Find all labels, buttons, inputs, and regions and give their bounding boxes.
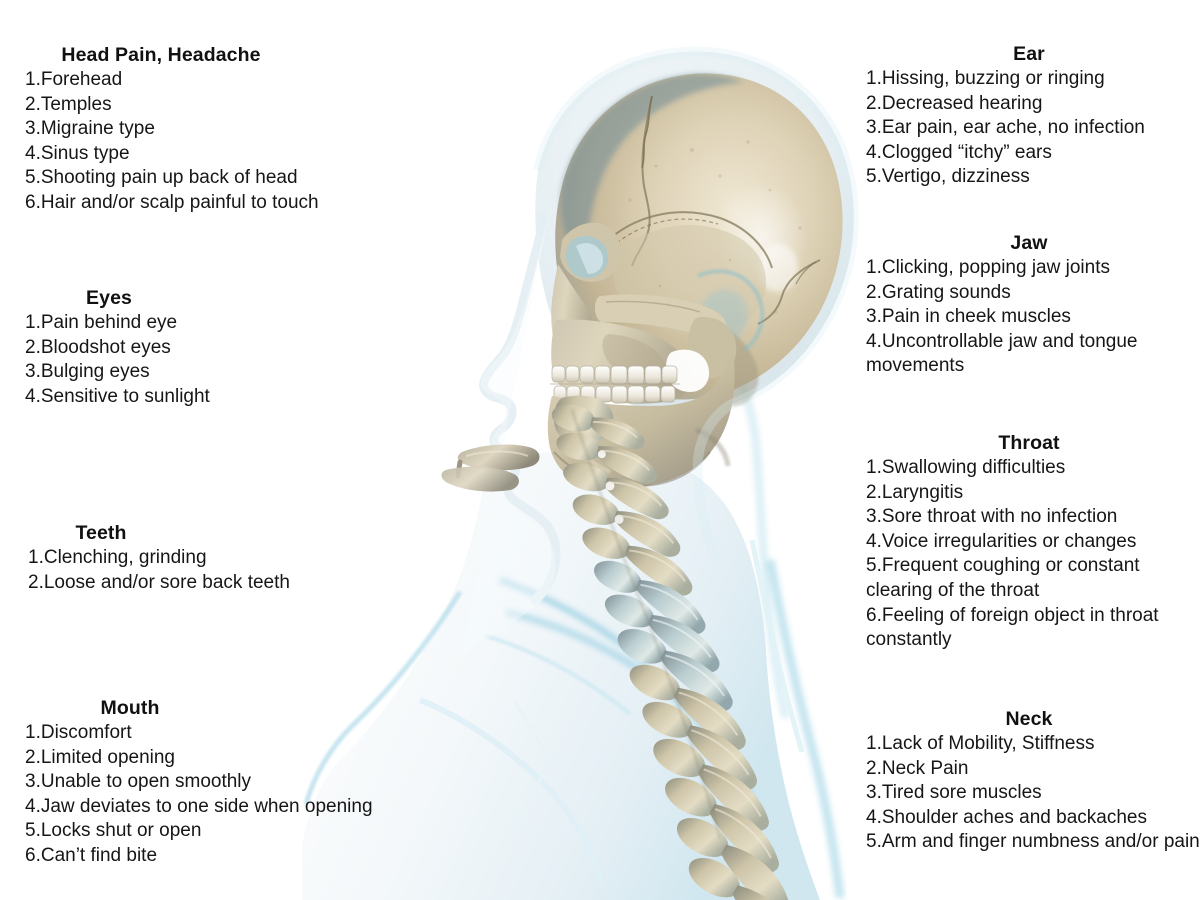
list-item: 1.Pain behind eye	[25, 312, 178, 333]
list-item: 1.Hissing, buzzing or ringing	[866, 68, 1105, 89]
skin-veil-overlay	[533, 46, 859, 568]
vertebra-c1	[554, 395, 614, 445]
clavicle-shape	[441, 466, 519, 492]
list-item: 5.Vertigo, dizziness	[866, 166, 1030, 188]
scalp-shell-shape	[535, 51, 854, 415]
list-item: 4.Uncontrollable jaw and tongue	[866, 330, 1138, 352]
list-item: 1.Forehead	[25, 69, 123, 90]
list-item: 5.Locks shut or open	[25, 820, 202, 842]
section-title-teeth: Teeth	[75, 522, 127, 544]
list-item: 3.Bulging eyes	[25, 361, 150, 383]
list-item: 1.Discomfort	[25, 722, 132, 743]
teeth-shape	[550, 365, 680, 404]
list-item: 3.Pain in cheek muscles	[866, 306, 1071, 328]
section-title-eyes: Eyes	[86, 287, 132, 309]
spine-shape	[551, 395, 800, 900]
list-item: 3.Sore throat with no infection	[866, 506, 1118, 528]
list-item: 2.Neck Pain	[866, 757, 969, 779]
symptom-list-neck: 1.Lack of Mobility, Stiffness 2.Neck Pai…	[858, 732, 1200, 855]
list-item: 2.Bloodshot eyes	[25, 336, 171, 358]
mandible-shape	[547, 346, 735, 488]
skull-cranium-shape	[555, 73, 843, 407]
list-item: 3.Ear pain, ear ache, no infection	[866, 117, 1145, 139]
list-item: 6.Hair and/or scalp painful to touch	[25, 191, 319, 213]
list-item: 2.Limited opening	[25, 746, 175, 768]
anatomy-illustration	[300, 0, 920, 900]
list-item-continuation: movements	[866, 355, 965, 377]
face-profile-shape	[460, 200, 561, 660]
list-item: 4.Sinus type	[25, 142, 130, 164]
list-item: 4.Clogged “itchy” ears	[866, 141, 1052, 163]
section-title-mouth: Mouth	[100, 697, 160, 719]
list-item: 1.Lack of Mobility, Stiffness	[866, 733, 1095, 754]
section-ear: Ear 1.Hissing, buzzing or ringing 2.Decr…	[858, 43, 1200, 190]
symptom-list-eyes: 1.Pain behind eye 2.Bloodshot eyes 3.Bul…	[0, 311, 300, 409]
section-title-neck: Neck	[1005, 708, 1053, 730]
list-item: 4.Sensitive to sunlight	[25, 385, 210, 407]
facial-bones-shape	[551, 222, 737, 404]
list-item: 1.Clenching, grinding	[28, 547, 207, 568]
list-item: 3.Unable to open smoothly	[25, 771, 252, 793]
list-item: 1.Swallowing difficulties	[866, 457, 1066, 478]
list-item: 2.Decreased hearing	[866, 92, 1043, 114]
section-neck: Neck 1.Lack of Mobility, Stiffness 2.Nec…	[858, 708, 1200, 855]
symptom-list-teeth: 1.Clenching, grinding 2.Loose and/or sor…	[0, 546, 330, 595]
neck-outline-shape	[697, 326, 845, 899]
section-title-jaw: Jaw	[1010, 232, 1048, 254]
list-item: 5.Arm and finger numbness and/or pain	[866, 831, 1200, 853]
list-item: 3.Migraine type	[25, 118, 155, 140]
symptom-list-jaw: 1.Clicking, popping jaw joints 2.Grating…	[858, 256, 1200, 379]
list-item: 4.Shoulder aches and backaches	[866, 806, 1147, 828]
symptom-list-ear: 1.Hissing, buzzing or ringing 2.Decrease…	[858, 67, 1200, 190]
section-throat: Throat 1.Swallowing difficulties 2.Laryn…	[858, 432, 1200, 653]
symptom-list-head-pain: 1.Forehead 2.Temples 3.Migraine type 4.S…	[0, 68, 330, 216]
list-item: 2.Loose and/or sore back teeth	[28, 571, 290, 593]
section-title-ear: Ear	[1013, 43, 1045, 65]
list-item: 1.Clicking, popping jaw joints	[866, 257, 1110, 278]
section-head-pain: Head Pain, Headache 1.Forehead 2.Temples…	[0, 44, 330, 216]
list-item: 5.Frequent coughing or constant	[866, 555, 1140, 577]
list-item-continuation: clearing of the throat	[866, 579, 1040, 601]
list-item: 3.Tired sore muscles	[866, 782, 1042, 804]
section-teeth: Teeth 1.Clenching, grinding 2.Loose and/…	[0, 522, 330, 595]
section-jaw: Jaw 1.Clicking, popping jaw joints 2.Gra…	[858, 232, 1200, 379]
list-item: 5.Shooting pain up back of head	[25, 167, 298, 189]
hyoid-bone-shape	[455, 444, 540, 479]
list-item: 6.Feeling of foreign object in throat	[866, 604, 1159, 626]
symptom-list-mouth: 1.Discomfort 2.Limited opening 3.Unable …	[0, 721, 390, 869]
list-item: 2.Temples	[25, 93, 112, 115]
list-item: 4.Voice irregularities or changes	[866, 530, 1137, 552]
list-item: 2.Laryngitis	[866, 481, 964, 503]
list-item-continuation: constantly	[866, 629, 952, 651]
section-mouth: Mouth 1.Discomfort 2.Limited opening 3.U…	[0, 697, 390, 869]
list-item: 4.Jaw deviates to one side when opening	[25, 795, 373, 817]
section-eyes: Eyes 1.Pain behind eye 2.Bloodshot eyes …	[0, 287, 300, 409]
symptom-list-throat: 1.Swallowing difficulties 2.Laryngitis 3…	[858, 456, 1200, 653]
section-title-head-pain: Head Pain, Headache	[61, 44, 261, 66]
section-title-throat: Throat	[998, 432, 1060, 454]
list-item: 6.Can’t find bite	[25, 844, 158, 866]
list-item: 2.Grating sounds	[866, 281, 1011, 303]
